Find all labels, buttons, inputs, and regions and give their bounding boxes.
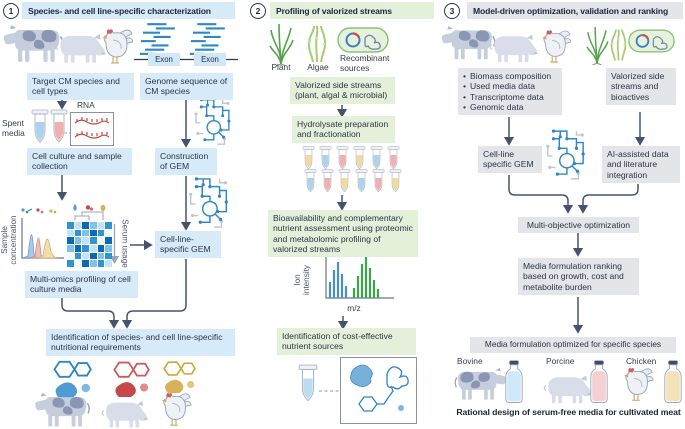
identification-requirements-box: Identification of species- and cell line… [46,329,235,356]
bovine-caption: Bovine [457,356,483,366]
algae-icon [307,25,327,63]
tube-icon [298,364,318,402]
identification-cost-box: Identification of cost-effective nutrien… [277,328,416,355]
bullet-icon: • [463,101,467,112]
cell-line-gem-box: Cell-line specific GEM [478,146,542,173]
panel2-title: Profiling of valorized streams [270,2,434,19]
target-species-box: Target CM species and cell types [27,73,134,100]
recombinant-capsule-icon [628,29,675,53]
fraction-tube-row [304,169,402,194]
fraction-tube-icon [370,146,383,170]
gem-network-icon [193,98,232,145]
gem-network-icon [188,177,229,228]
chicken-caption: Chicken [626,356,657,366]
fraction-tube-icon [353,146,366,170]
plant-icon [586,26,609,65]
heatmap [67,222,112,267]
bullet-icon: • [463,71,467,81]
chicken-icon [101,28,133,64]
sequencing-reads-icon [188,23,226,55]
valorized-streams-box: Valorized side streams (plant, algal & m… [290,77,395,104]
construction-gem-box: Construction of GEM [155,148,217,175]
multi-omics-box: Multi-omics profiling of cell culture me… [25,271,138,298]
fraction-tube-row [302,146,400,171]
cell-line-gem-box: Cell-line-specific GEM [155,231,221,258]
figure-footer: Rational design of serum-free media for … [456,407,681,417]
chicken-icon [623,367,654,401]
algae-icon [610,28,627,62]
valorized-bioactives-box: Valorized side streams and bioactives [606,68,676,105]
fraction-tube-icon [302,146,315,170]
bottle-icon [590,360,608,403]
pig-icon [489,33,539,63]
plant-icon [269,23,294,66]
mass-spectrum [325,254,394,299]
panel1-title: Species- and cell line-specific characte… [22,2,235,19]
fraction-tube-icon [321,169,334,193]
cow-icon [454,367,507,401]
cow-icon [34,392,90,428]
recombinant-capsule-icon [337,27,389,53]
chicken-icon [161,392,192,426]
optimized-media-box: Media formulation optimized for specific… [470,337,676,353]
plant-caption: Plant [271,62,291,72]
ranking-box: Media formulation ranking based on growt… [518,258,639,295]
recombinant-caption: Recombinant sources [340,53,390,73]
tube-icon [50,109,68,143]
pig-icon [101,400,149,429]
ai-integration-box: AI-assisted data and literature integrat… [602,146,680,183]
pig-icon [543,374,593,404]
fraction-tube-icon [387,146,400,170]
fraction-tube-icon [336,146,349,170]
nutrient-molecules-box [340,357,417,424]
chromatogram [21,208,64,259]
bioavailability-box: Bioavailability and complementary nutrie… [268,210,418,258]
bottle-icon [664,360,682,403]
bottle-icon [505,360,523,403]
sample-concentration-axis: Sample concentration [0,215,19,265]
panel1-number: 1 [3,3,19,19]
fraction-tube-icon [389,169,402,193]
molecule-cluster-icon [164,362,195,393]
data-inputs-box: •Biomass composition •Used media data •T… [458,68,562,116]
fraction-tube-icon [338,169,351,193]
algae-caption: Algae [307,62,329,72]
bullet-icon: • [463,81,467,92]
bullet-icon: • [463,91,467,102]
serum-usage-axis: Serum usage [120,219,130,268]
rna-icon [70,112,114,146]
porcine-caption: Porcine [546,356,575,366]
genome-sequence-box: Genome sequence of CM species [140,73,233,100]
chicken-icon [541,29,571,63]
cell-culture-box: Cell culture and sample collection [27,148,132,175]
sequencing-reads-icon [138,23,176,55]
fraction-tube-icon [304,169,317,193]
fraction-tube-icon [355,169,368,193]
gem-network-icon [545,129,586,180]
ion-intensity-axis: Ion intensity [293,264,312,296]
panel2-number: 2 [250,3,266,19]
tube-icon [31,109,49,143]
rna-caption: RNA [77,100,95,110]
panel3-title: Model-driven optimization, validation an… [467,2,683,19]
metabolite-glyphs [21,208,57,214]
spent-media-caption: Spent media [2,118,25,138]
dendrogram-icon [73,204,106,220]
mz-axis: m/z [347,303,361,313]
fraction-tube-icon [319,146,332,170]
hydrolysate-box: Hydrolysate preparation and fractionatio… [292,116,395,143]
panel3-number: 3 [444,3,460,19]
exon-label: Exon [194,53,226,66]
molecule-cluster-icon [114,362,149,397]
exon-label: Exon [148,53,180,66]
multi-objective-box: Multi-objective optimization [518,217,639,234]
fraction-tube-icon [372,169,385,193]
